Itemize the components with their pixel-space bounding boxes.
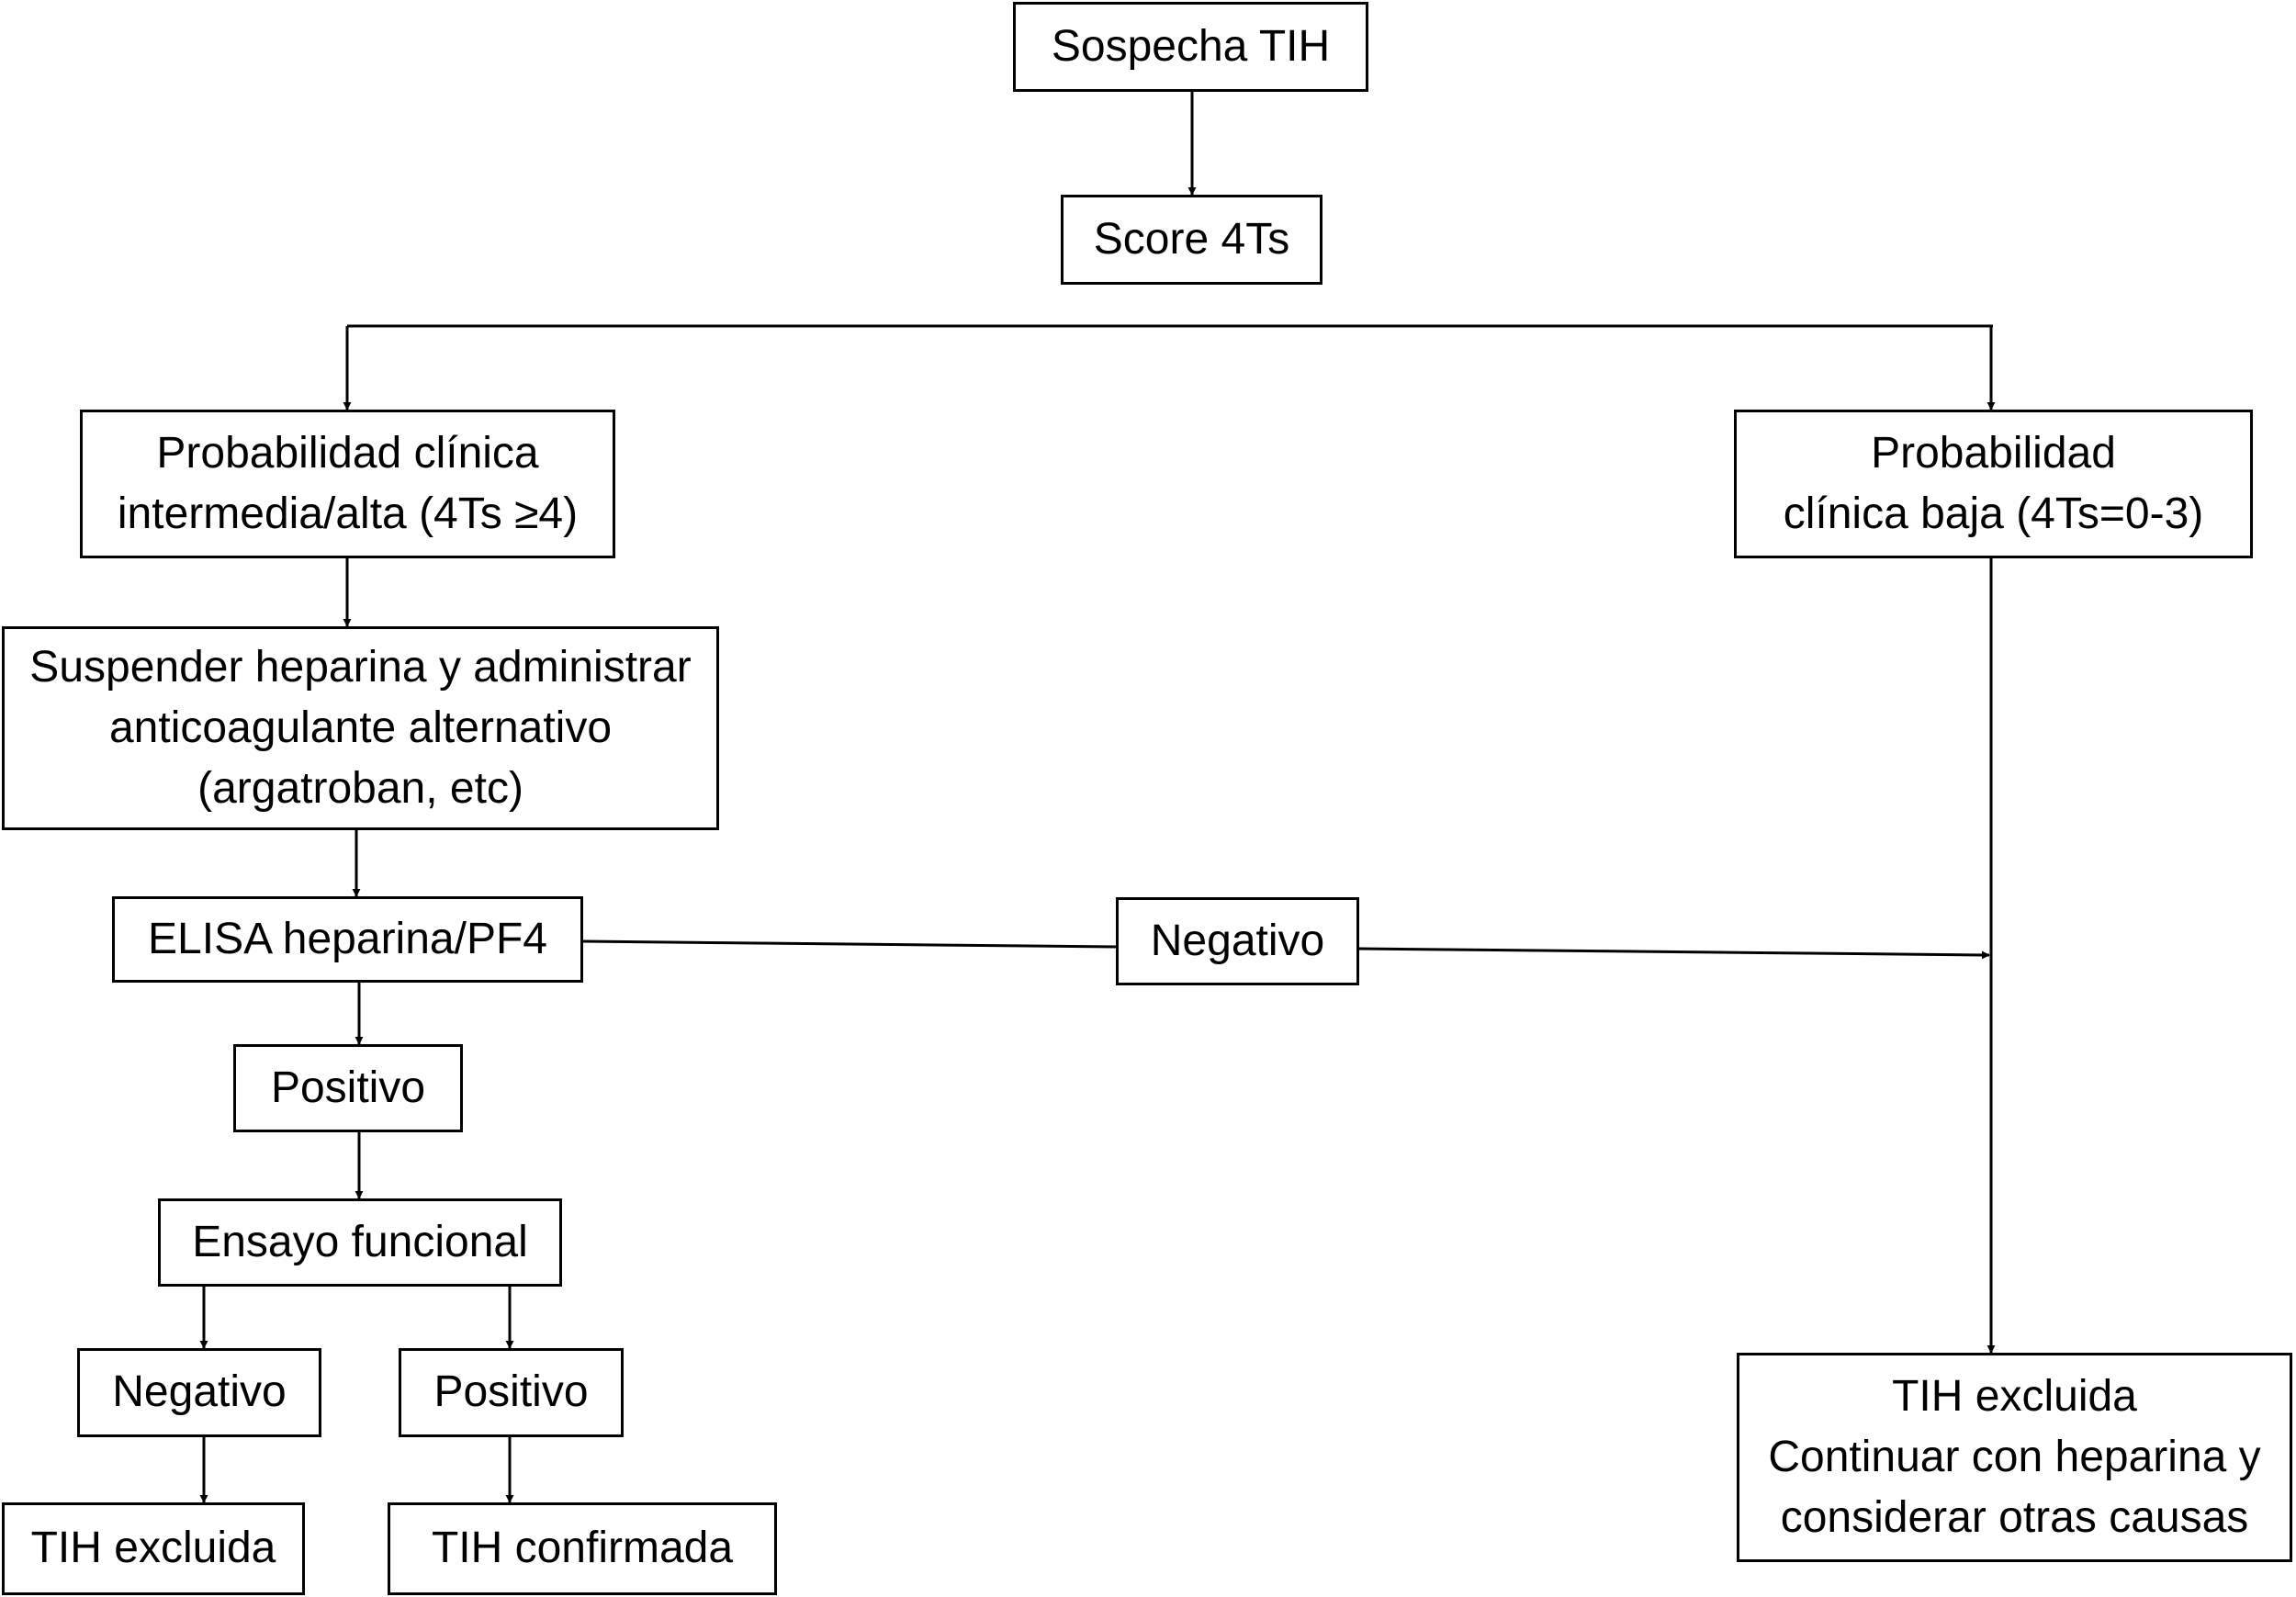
elisa-positive-label: Positivo (270, 1063, 426, 1112)
stop-heparin-line-1: Suspender heparina y administrar (29, 642, 692, 692)
functional-assay-label: Ensayo funcional (192, 1217, 528, 1266)
stop-heparin-line-2: anticoagulante alternativo (108, 703, 613, 752)
excluded-right-line-2: Continuar con heparina y (1768, 1432, 2261, 1481)
arrow-negative-to-spine (1358, 947, 1990, 960)
excluded-right-line-3: considerar otras causas (1780, 1493, 2249, 1543)
start-node: Sospecha TIH (1013, 2, 1368, 92)
stop-heparin-node: Suspender heparina y administrar anticoa… (2, 626, 719, 830)
assay-negative-node: Negativo (77, 1348, 321, 1437)
elisa-node-label: ELISA heparina/PF4 (148, 914, 547, 963)
low-probability-node: Probabilidad clínica baja (4Ts=0-3) (1734, 410, 2253, 558)
functional-assay-node: Ensayo funcional (158, 1198, 562, 1287)
elisa-negative-node: Negativo (1116, 897, 1359, 985)
confirmed-label: TIH confirmada (431, 1524, 734, 1573)
excluded-left-node: TIH excluida (2, 1502, 305, 1595)
low-probability-line-2: clínica baja (4Ts=0-3) (1783, 489, 2204, 538)
stop-heparin-line-3: (argatroban, etc) (197, 764, 523, 814)
assay-positive-node: Positivo (399, 1348, 624, 1437)
excluded-right-node: TIH excluida Continuar con heparina y co… (1737, 1353, 2292, 1562)
elisa-positive-node: Positivo (233, 1044, 463, 1132)
score-node-label: Score 4Ts (1093, 214, 1290, 264)
elisa-node: ELISA heparina/PF4 (112, 896, 583, 983)
high-probability-line-1: Probabilidad clínica (156, 428, 539, 478)
excluded-right-line-1: TIH excluida (1892, 1371, 2137, 1421)
low-probability-line-1: Probabilidad (1871, 428, 2116, 478)
high-probability-line-2: intermedia/alta (4Ts ≥4) (117, 489, 579, 538)
assay-negative-label: Negativo (112, 1367, 287, 1417)
start-node-label: Sospecha TIH (1051, 21, 1331, 71)
score-node: Score 4Ts (1061, 195, 1322, 285)
excluded-left-label: TIH excluida (30, 1524, 276, 1573)
high-probability-node: Probabilidad clínica intermedia/alta (4T… (80, 410, 615, 558)
elisa-negative-label: Negativo (1150, 916, 1325, 965)
assay-positive-label: Positivo (433, 1367, 589, 1417)
confirmed-node: TIH confirmada (388, 1502, 777, 1595)
line-elisa-to-negative (582, 939, 1117, 949)
